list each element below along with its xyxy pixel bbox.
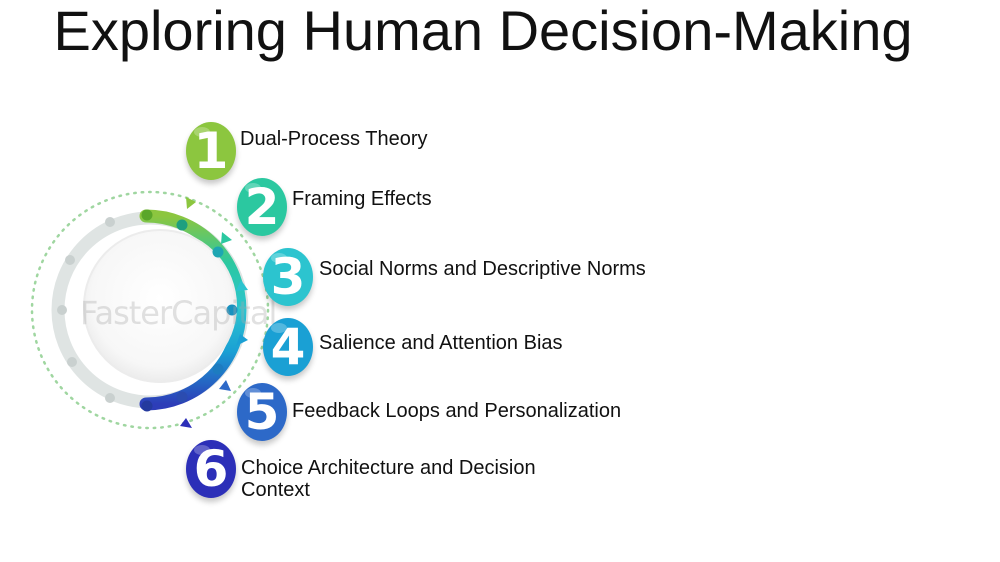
step-4-label: Salience and Attention Bias: [319, 332, 563, 354]
outer-dotted-ring: [30, 190, 270, 430]
watermark-logo: FasterCapital: [80, 294, 277, 332]
inner-circle: [83, 229, 237, 383]
page-title: Exploring Human Decision-Making: [53, 0, 913, 62]
colored-arc: [139, 209, 247, 411]
step-6-label: Choice Architecture and Decision Context: [241, 457, 536, 501]
step-3-number-badge: 3: [263, 248, 313, 306]
step-6-number-badge: 6: [186, 440, 236, 498]
step-4-number-badge: 4: [263, 318, 313, 376]
step-2-number-badge: 2: [237, 178, 287, 236]
step-1-label: Dual-Process Theory: [240, 128, 428, 150]
step-1-number-badge: 1: [186, 122, 236, 180]
step-5-number-badge: 5: [237, 383, 287, 441]
step-5-label: Feedback Loops and Personalization: [292, 400, 622, 422]
step-3-label: Social Norms and Descriptive Norms: [319, 258, 646, 280]
arc-dots: [57, 209, 238, 412]
ring-arrowheads: [180, 197, 248, 428]
step-2-label: Framing Effects: [292, 188, 432, 210]
